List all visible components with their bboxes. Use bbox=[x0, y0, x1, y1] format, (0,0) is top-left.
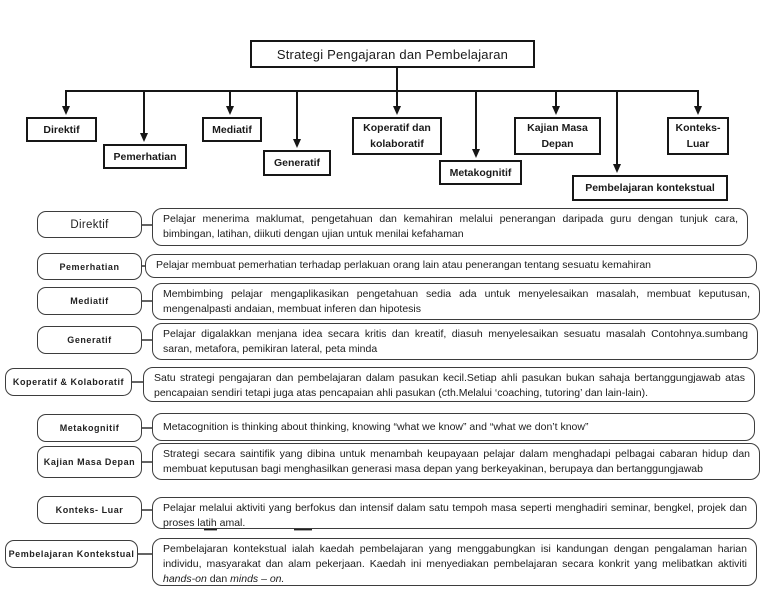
node-pembelajaran-kontekstual-label: Pembelajaran kontekstual bbox=[585, 182, 715, 194]
row-label-metakognitif: Metakognitif bbox=[37, 414, 142, 442]
row-label-direktif: Direktif bbox=[37, 211, 142, 238]
row-label-koperatif-kolaboratif: Koperatif & Kolaboratif bbox=[5, 368, 132, 396]
row-desc-pembelajaran-kontekstual: Pembelajaran kontekstual ialah kaedah pe… bbox=[152, 538, 757, 586]
node-generatif: Generatif bbox=[263, 150, 331, 176]
node-pemerhatian: Pemerhatian bbox=[103, 144, 187, 169]
row-label-pembelajaran-kontekstual: Pembelajaran Kontekstual bbox=[5, 540, 138, 568]
node-mediatif-label: Mediatif bbox=[212, 123, 252, 136]
node-konteks-luar: Konteks- Luar bbox=[667, 117, 729, 155]
node-kajian-label: Kajian Masa Depan bbox=[527, 122, 588, 150]
node-kajian-masa-depan: Kajian Masa Depan bbox=[514, 117, 601, 155]
row-desc-metakognitif: Metacognition is thinking about thinking… bbox=[152, 413, 755, 441]
row-desc-generatif: Pelajar digalakkan menjana idea secara k… bbox=[152, 323, 758, 360]
row-desc-mediatif: Membimbing pelajar mengaplikasikan penge… bbox=[152, 283, 760, 320]
row-desc-pemerhatian: Pelajar membuat pemerhatian terhadap per… bbox=[145, 254, 757, 278]
node-direktif: Direktif bbox=[26, 117, 97, 142]
row-desc-kajian-masa-depan: Strategi secara saintifik yang dibina un… bbox=[152, 443, 760, 480]
node-pemerhatian-label: Pemerhatian bbox=[113, 150, 177, 163]
scan-dash bbox=[294, 528, 312, 531]
scan-dash bbox=[204, 528, 217, 531]
node-koperatif-label: Koperatif dan kolaboratif bbox=[363, 122, 431, 150]
node-koperatif: Koperatif dan kolaboratif bbox=[352, 117, 442, 155]
row-label-pemerhatian: Pemerhatian bbox=[37, 253, 142, 280]
row-label-konteks-luar: Konteks- Luar bbox=[37, 496, 142, 524]
row-desc-koperatif-kolaboratif: Satu strategi pengajaran dan pembelajara… bbox=[143, 367, 755, 402]
row-desc-direktif: Pelajar menerima maklumat, pengetahuan d… bbox=[152, 208, 748, 246]
node-metakognitif-label: Metakognitif bbox=[449, 166, 512, 179]
node-konteks-luar-label: Konteks- Luar bbox=[675, 122, 721, 150]
node-strategi-title-label: Strategi Pengajaran dan Pembelajaran bbox=[276, 46, 509, 62]
node-strategi-title: Strategi Pengajaran dan Pembelajaran bbox=[250, 40, 535, 68]
row-label-generatif: Generatif bbox=[37, 326, 142, 354]
node-generatif-label: Generatif bbox=[273, 157, 321, 169]
node-direktif-label: Direktif bbox=[43, 123, 80, 136]
row-desc-konteks-luar: Pelajar melalui aktiviti yang berfokus d… bbox=[152, 497, 757, 529]
row-label-mediatif: Mediatif bbox=[37, 287, 142, 315]
node-mediatif: Mediatif bbox=[202, 117, 262, 142]
row-label-kajian-masa-depan: Kajian Masa Depan bbox=[37, 446, 142, 478]
node-metakognitif: Metakognitif bbox=[439, 160, 522, 185]
node-pembelajaran-kontekstual: Pembelajaran kontekstual bbox=[572, 175, 728, 201]
